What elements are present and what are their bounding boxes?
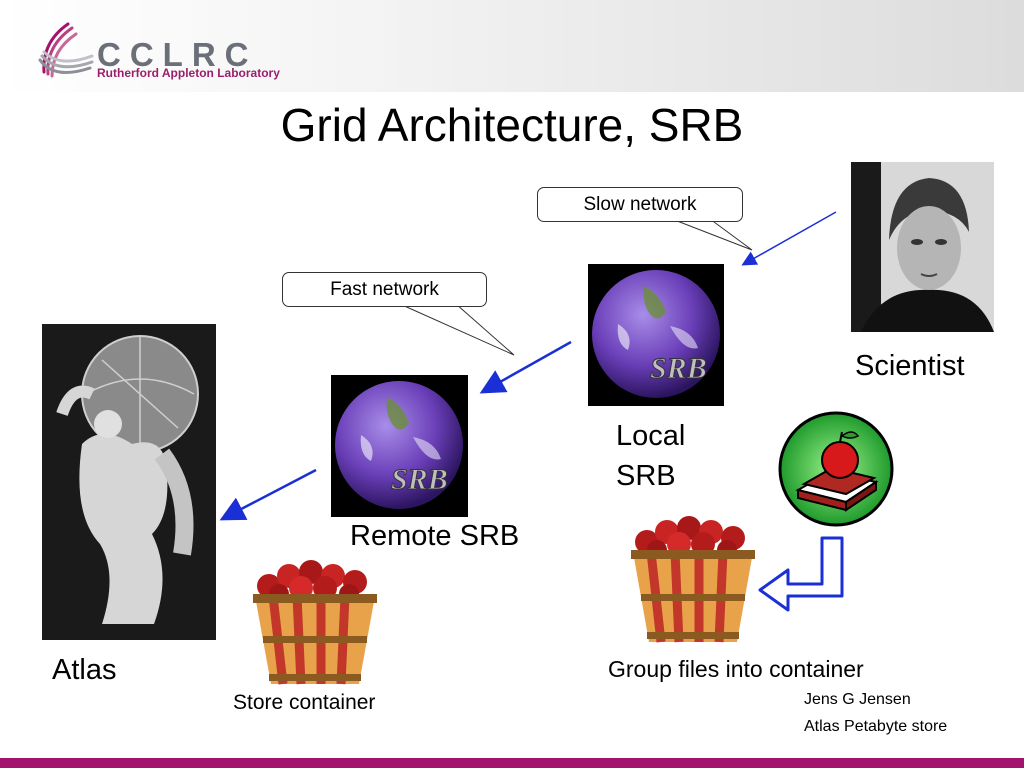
remote-srb-label: Remote SRB [350, 520, 520, 552]
local-srb-globe: SRB [588, 264, 724, 406]
bottom-accent-bar [0, 758, 1024, 768]
cclrc-logo-icon [38, 22, 94, 78]
remote-srb-globe: SRB [331, 375, 468, 517]
fast-network-callout: Fast network [282, 272, 487, 307]
scientist-to-local-arrow [741, 211, 837, 266]
local-srb-label-1: Local [616, 420, 686, 452]
atlas-label: Atlas [52, 654, 117, 686]
slide-title: Grid Architecture, SRB [280, 99, 744, 151]
group-arrow-icon [758, 536, 844, 612]
group-basket [631, 516, 755, 643]
fast-network-pointer [399, 303, 515, 356]
local-to-remote-arrow [479, 340, 572, 394]
slow-network-pointer [671, 218, 753, 251]
footer-subtitle: Atlas Petabyte store [804, 718, 948, 735]
remote-to-atlas-arrow [219, 468, 317, 521]
local-srb-logo: SRB [650, 352, 707, 385]
remote-srb-logo: SRB [391, 463, 448, 496]
local-srb-label-2: SRB [616, 460, 676, 492]
group-files-label: Group files into container [608, 656, 864, 682]
scientist-label: Scientist [855, 350, 965, 382]
apple-book-icon [778, 411, 894, 527]
lab-name: Rutherford Appleton Laboratory [97, 66, 280, 80]
scientist-portrait [851, 162, 994, 332]
header-band [0, 0, 1024, 92]
store-basket [253, 560, 377, 685]
atlas-statue [42, 324, 216, 640]
org-name: CCLRC [97, 36, 258, 73]
footer-author: Jens G Jensen [804, 691, 911, 708]
slow-network-callout: Slow network [537, 187, 743, 222]
store-container-label: Store container [233, 691, 376, 714]
